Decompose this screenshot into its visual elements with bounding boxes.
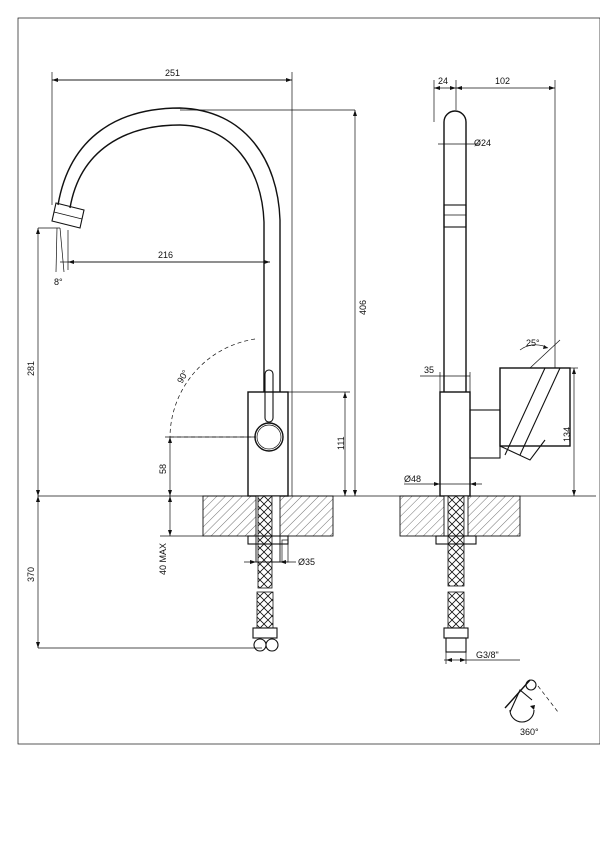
side-handle — [499, 367, 571, 447]
dim-spout-span: 216 — [158, 250, 173, 260]
side-aerator — [443, 204, 467, 228]
front-spout-inner — [69, 124, 265, 392]
dim-body-height: 111 — [336, 436, 346, 450]
dim-spout-angle: 8° — [54, 277, 63, 287]
side-hose-upper — [447, 495, 465, 587]
side-body — [439, 391, 471, 497]
dim-side-reach: 102 — [495, 76, 510, 86]
rotation-label: 360° — [520, 727, 539, 737]
front-spout-outer — [57, 107, 281, 392]
dim-handle-swing: 90° — [175, 368, 191, 385]
dim-lever-height: 58 — [158, 464, 168, 474]
front-view: 90° 251 216 — [26, 68, 596, 652]
front-hose-lower — [256, 591, 274, 629]
front-hose-upper — [257, 495, 273, 589]
side-view: 25° 24 102 Ø24 35 134 Ø48 — [399, 76, 578, 664]
dim-total-height: 406 — [358, 300, 368, 315]
dim-reach: 251 — [165, 68, 180, 78]
side-hose-lower — [447, 591, 465, 629]
front-body — [247, 391, 289, 497]
front-swing-arc — [169, 338, 256, 438]
front-knob — [254, 422, 284, 452]
dim-outlet-height: 281 — [26, 361, 36, 376]
rotation-icon: 360° — [504, 679, 559, 737]
dim-spout-diameter: Ø24 — [474, 138, 491, 148]
side-spout — [443, 110, 467, 392]
front-lever — [264, 369, 274, 423]
front-aerator — [51, 202, 85, 229]
dim-lever-offset: 35 — [424, 365, 434, 375]
dim-below-deck: 370 — [26, 567, 36, 582]
dim-base-diameter: Ø48 — [404, 474, 421, 484]
dim-side-offset: 24 — [438, 76, 448, 86]
dim-body-side-height: 134 — [562, 427, 572, 442]
dim-deck-thickness: 40 MAX — [158, 543, 168, 575]
dim-thread: G3/8" — [476, 650, 499, 660]
drawing-frame — [17, 17, 600, 745]
dim-hole-diameter: Ø35 — [298, 557, 315, 567]
dim-lever-angle: 25° — [526, 338, 540, 348]
